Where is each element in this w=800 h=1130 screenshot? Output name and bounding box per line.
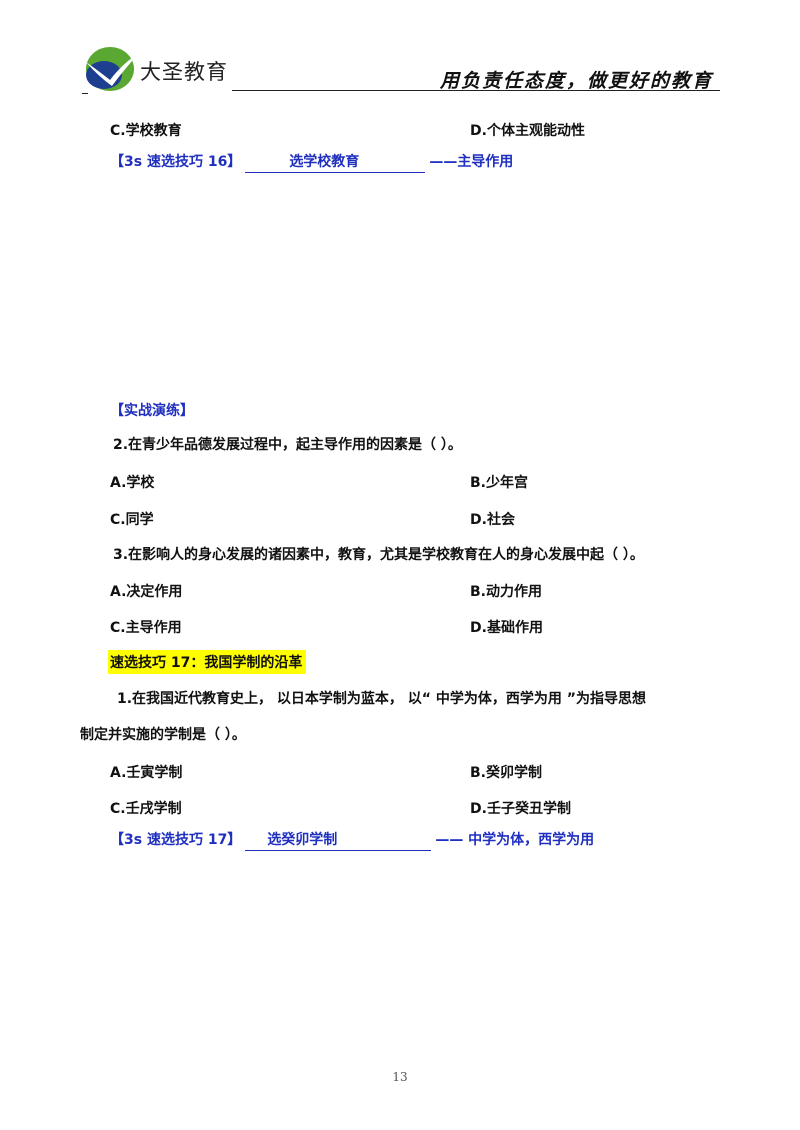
practice-heading: 【实战演练】	[110, 403, 194, 419]
option-c: C.学校教育	[110, 123, 182, 139]
q3-option-a: A.决定作用	[110, 584, 183, 600]
tip-16-prefix: 【3s 速选技巧 16】	[110, 154, 242, 170]
header-rule-left	[82, 93, 88, 94]
section-17-title: 速选技巧 17：我国学制的沿革	[108, 650, 307, 674]
s17-option-a: A.壬寅学制	[110, 765, 183, 781]
tip-16-answer: 选学校教育	[245, 151, 426, 173]
header-slogan: 用负责任态度，做更好的教育	[440, 70, 714, 92]
header-rule	[232, 90, 720, 91]
tip-17-prefix: 【3s 速选技巧 17】	[110, 832, 242, 848]
question-2-stem: 2.在青少年品德发展过程中，起主导作用的因素是（ ）。	[113, 437, 462, 453]
s17-option-b: B.癸卯学制	[470, 765, 542, 781]
q2-option-c: C.同学	[110, 512, 154, 528]
q2-option-d: D.社会	[470, 512, 515, 528]
tip-16: 【3s 速选技巧 16】 选学校教育 ——主导作用	[110, 151, 513, 173]
brand-name: 大圣教育	[140, 60, 228, 84]
q3-option-b: B.动力作用	[470, 584, 542, 600]
s17-option-c: C.壬戌学制	[110, 801, 182, 817]
tip-16-suffix: ——主导作用	[429, 154, 514, 170]
question-1-stem-line1: 1.在我国近代教育史上， 以日本学制为蓝本， 以“ 中学为体，西学为用 ”为指导…	[117, 691, 646, 707]
s17-option-d: D.壬子癸丑学制	[470, 801, 571, 817]
question-1-stem-line2: 制定并实施的学制是（ ）。	[80, 727, 246, 743]
q3-option-c: C.主导作用	[110, 620, 182, 636]
tip-17-answer: 选癸卯学制	[245, 829, 432, 851]
q2-option-a: A.学校	[110, 475, 155, 491]
logo-icon	[86, 47, 140, 91]
logo	[82, 42, 142, 94]
q3-option-d: D.基础作用	[470, 620, 543, 636]
page-number: 13	[392, 1070, 408, 1084]
tip-17-suffix: —— 中学为体，西学为用	[435, 832, 595, 848]
option-d: D.个体主观能动性	[470, 123, 585, 139]
q2-option-b: B.少年宫	[470, 475, 528, 491]
tip-17: 【3s 速选技巧 17】 选癸卯学制 —— 中学为体，西学为用	[110, 829, 594, 851]
question-3-stem: 3.在影响人的身心发展的诸因素中，教育，尤其是学校教育在人的身心发展中起（ ）。	[113, 547, 644, 563]
